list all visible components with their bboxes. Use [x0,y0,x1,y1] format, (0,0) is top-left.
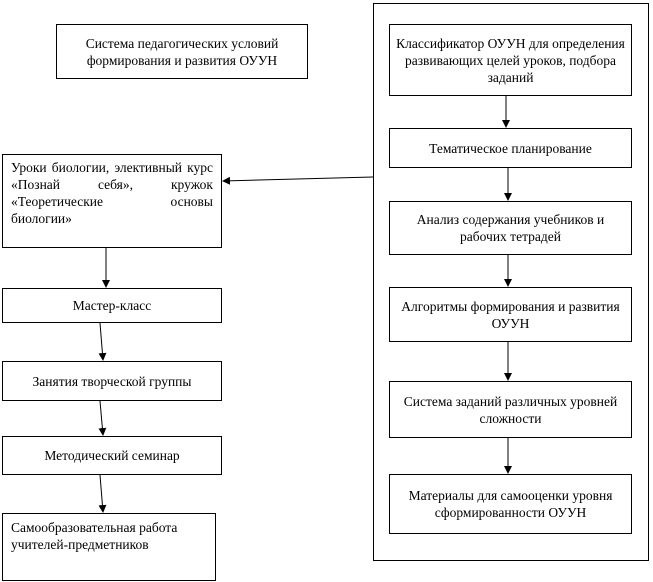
creative-group-box: Занятия творческой группы [2,361,222,401]
textbook-analysis-label: Анализ содержания учебников и рабочих те… [416,212,605,244]
master-class-box: Мастер-класс [2,288,222,323]
thematic-planning-box: Тематическое планирование [389,128,632,168]
task-system-label: Система заданий различных уровней сложно… [403,393,618,426]
master-class-label: Мастер-класс [72,298,152,313]
arrow-creative-to-seminar [98,400,107,436]
self-education-label: Самообразовательная работа учителей-пред… [11,520,178,552]
algorithms-label: Алгоритмы формирования и развития ОУУН [401,298,620,331]
self-assessment-box: Материалы для самооценки уровня сформиро… [389,474,632,534]
classifier-box: Классификатор ОУУН для определения разви… [389,24,632,96]
system-title-label: Система педагогических условий формирова… [85,35,279,68]
arrow-frame-to-lessons [222,176,374,185]
textbook-analysis-box: Анализ содержания учебников и рабочих те… [389,201,632,255]
creative-group-label: Занятия творческой группы [32,373,192,389]
biology-lessons-box: Уроки биологии, элективный курс «Познай … [2,154,222,248]
task-system-box: Система заданий различных уровней сложно… [389,381,632,438]
methodical-seminar-box: Методический семинар [2,436,222,475]
methodical-seminar-label: Методический семинар [44,448,180,463]
algorithms-box: Алгоритмы формирования и развития ОУУН [389,287,632,342]
classifier-label: Классификатор ОУУН для определения разви… [396,35,625,85]
right-column-frame [373,3,649,561]
arrow-master-class-to-creative [98,322,107,361]
self-assessment-label: Материалы для самооценки уровня сформиро… [408,488,613,520]
self-education-box: Самообразовательная работа учителей-пред… [2,513,216,581]
arrow-seminar-to-self-education [98,474,107,513]
system-title-box: Система педагогических условий формирова… [56,24,308,79]
thematic-planning-label: Тематическое планирование [429,140,592,156]
biology-lessons-label: Уроки биологии, элективный курс «Познай … [11,160,213,226]
